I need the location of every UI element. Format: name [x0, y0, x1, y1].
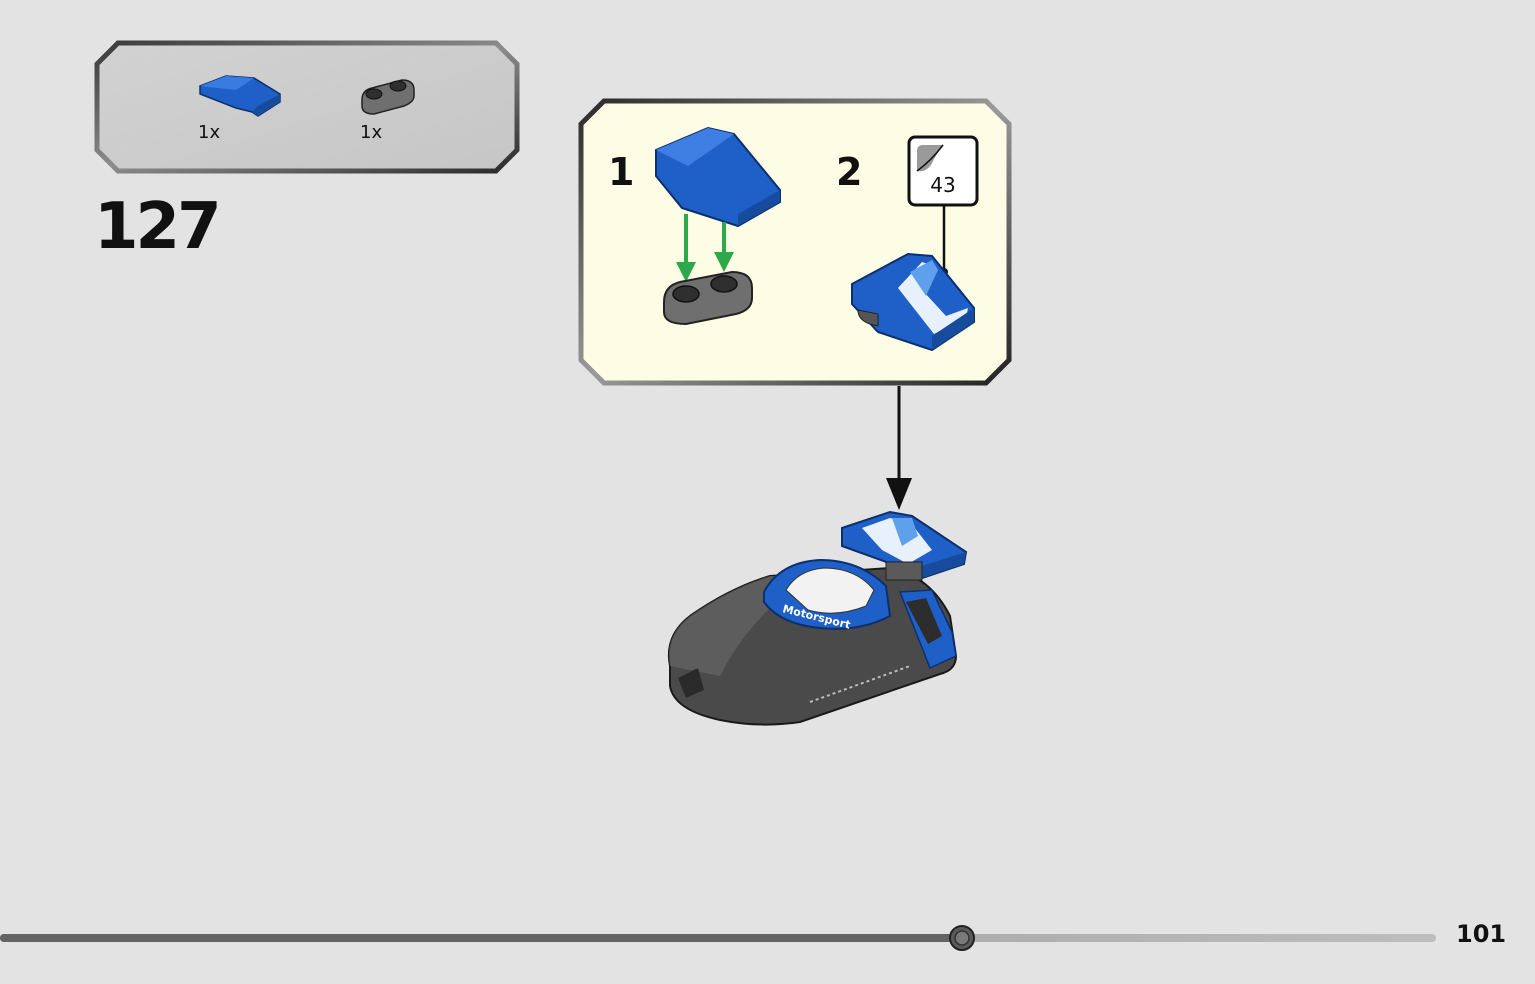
progress-knob — [949, 925, 975, 951]
dark-gray-plate-icon — [361, 79, 415, 115]
assembly-arrow — [886, 386, 912, 510]
progress-bar — [0, 925, 1436, 951]
sticker-number: 43 — [930, 173, 956, 197]
substep-1-illustration — [655, 126, 781, 326]
subassembly-callout: 1 2 43 — [578, 98, 1012, 388]
parts-list-frame — [94, 40, 520, 174]
substep-2-illustration — [851, 252, 975, 352]
page-number: 101 — [1456, 920, 1507, 948]
sticker-icon — [907, 135, 979, 207]
part-item-gray-plate: 1x — [358, 72, 438, 143]
progress-fill — [0, 934, 956, 942]
part-item-blue-slope: 1x — [196, 72, 286, 143]
substep-2-label: 2 — [836, 150, 863, 194]
substep-1-label: 1 — [608, 150, 635, 194]
model-assembly: Motorsport — [668, 510, 968, 726]
sticker-reference: 43 — [907, 135, 979, 207]
part-quantity: 1x — [360, 122, 383, 143]
parts-list-box: 1x 1x — [94, 40, 520, 174]
part-quantity: 1x — [198, 122, 221, 143]
step-number: 127 — [94, 190, 222, 264]
blue-curved-slope-icon — [199, 75, 281, 117]
